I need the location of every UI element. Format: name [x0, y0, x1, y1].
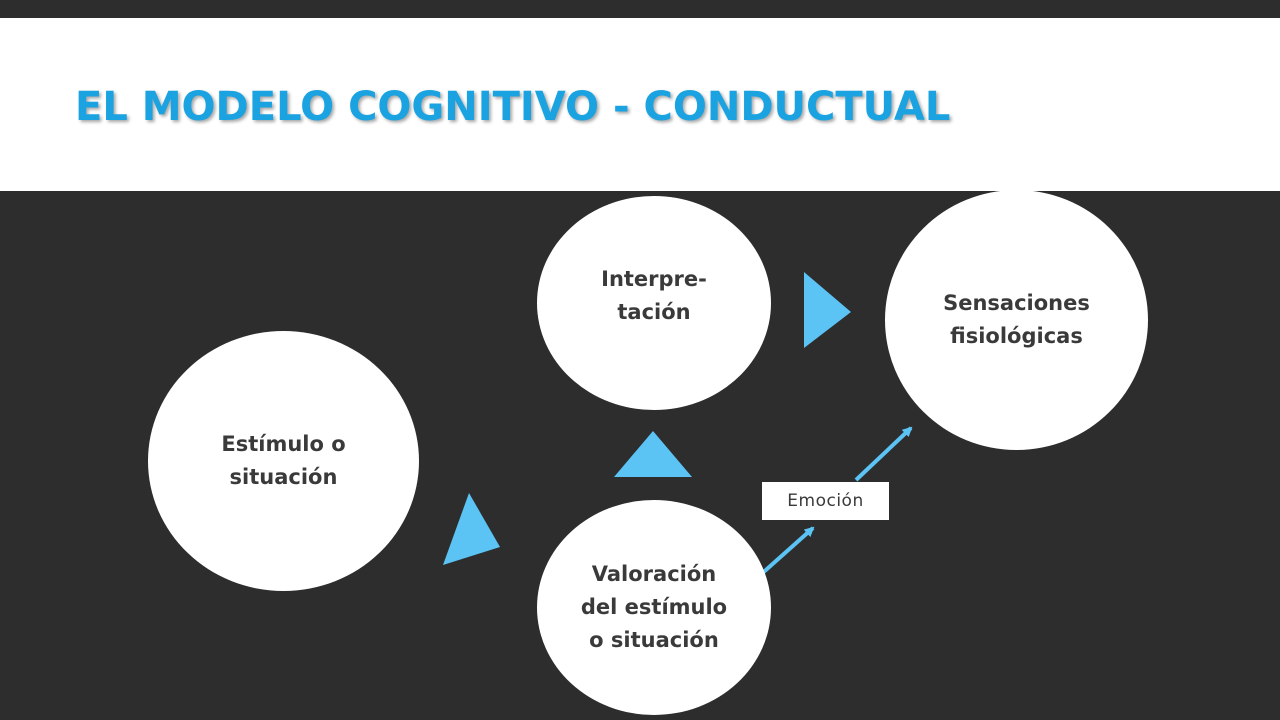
- flow-arrow-stimulus-to-appraisal: [443, 493, 500, 565]
- node-interpretation-label: Interpre- tación: [601, 267, 707, 324]
- emotion-label: Emoción: [787, 491, 864, 511]
- node-sensations-label: Sensaciones fisiológicas: [943, 290, 1090, 348]
- node-appraisal: Valoración del estímulo o situación: [537, 500, 771, 715]
- flow-arrow-appraisal-to-interpretation: [614, 431, 692, 477]
- arrow-emotion-to-sensations: [854, 426, 913, 482]
- arrow-appraisal-to-emotion: [756, 526, 815, 579]
- title-band: [0, 18, 1280, 191]
- node-sensations: Sensaciones fisiológicas: [885, 190, 1148, 450]
- node-interpretation: Interpre- tación: [537, 196, 771, 410]
- node-stimulus-label: Estímulo o situación: [221, 432, 346, 489]
- emotion-box: Emoción: [762, 482, 889, 520]
- node-stimulus: Estímulo o situación: [148, 331, 419, 591]
- flow-arrow-interpretation-to-sensations: [804, 272, 851, 348]
- node-appraisal-label: Valoración del estímulo o situación: [580, 562, 728, 652]
- slide-title: EL MODELO COGNITIVO - CONDUCTUAL: [75, 84, 951, 130]
